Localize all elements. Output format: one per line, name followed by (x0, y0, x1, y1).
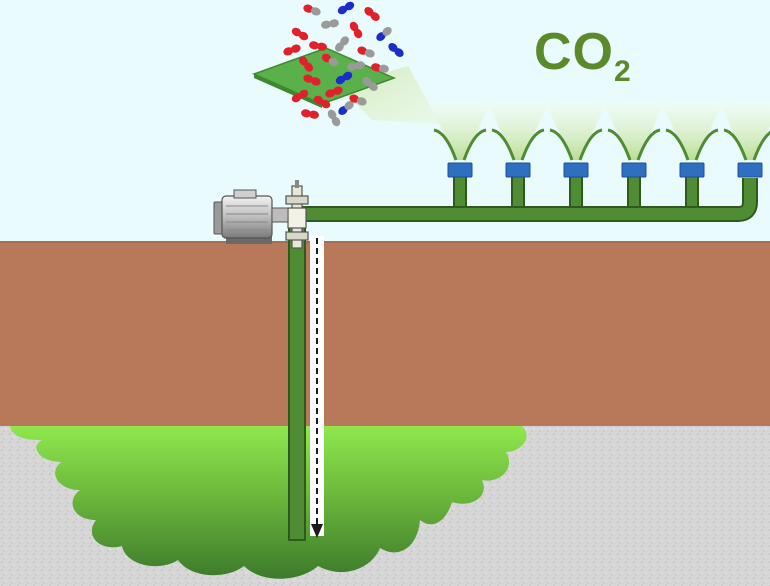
spray-funnel-icon (546, 104, 606, 160)
gas-molecule (321, 19, 339, 29)
co2-label: CO2 (534, 22, 632, 87)
collector-arm (549, 128, 603, 161)
gas-molecule (349, 21, 363, 39)
gas-molecule (283, 44, 301, 56)
gas-molecule (309, 41, 327, 51)
gas-molecule (362, 76, 378, 92)
header-pipe-fill (302, 178, 756, 220)
co2-molecule-cluster-icon (283, 1, 404, 127)
spray-funnel-icon (720, 104, 770, 160)
gas-molecule (388, 42, 404, 58)
soil-layer (0, 242, 770, 426)
gas-molecule (349, 94, 367, 106)
collector-arm (723, 128, 770, 161)
gas-molecule (321, 53, 339, 67)
gas-molecule (371, 63, 389, 73)
gas-molecule (338, 100, 354, 116)
spray-funnel-icon (430, 104, 490, 160)
gas-molecule (376, 26, 392, 42)
gas-molecule (313, 95, 331, 109)
spray-funnel-icon (488, 104, 548, 160)
gas-molecule (291, 27, 309, 41)
collector-nozzle (621, 162, 647, 178)
gas-molecule (334, 36, 350, 52)
gas-molecule (303, 4, 321, 16)
gas-molecule (298, 56, 314, 72)
gas-molecule (327, 109, 341, 127)
collector-nozzle (505, 162, 531, 178)
gas-molecule (291, 89, 309, 103)
collector-spray-group (430, 104, 770, 161)
gas-molecule (303, 74, 321, 86)
gas-molecule (335, 71, 353, 85)
collector-nozzle-group (447, 162, 763, 178)
collector-arm (491, 128, 545, 161)
collector-nozzle (737, 162, 763, 178)
spray-funnel-icon (604, 104, 664, 160)
gas-molecule (337, 1, 355, 15)
collector-nozzle (447, 162, 473, 178)
co2-label-main: CO (534, 23, 614, 81)
storage-aquifer (10, 426, 527, 579)
co2-label-subscript: 2 (614, 55, 632, 88)
gas-molecule (357, 46, 375, 58)
collector-arm (665, 128, 719, 161)
gas-molecule (325, 86, 343, 98)
capture-membrane-edge (254, 74, 322, 108)
gas-molecule (364, 6, 380, 22)
injection-well-pipe (288, 225, 306, 541)
collector-nozzle (563, 162, 589, 178)
collector-arm (433, 128, 487, 161)
gas-molecule (301, 109, 319, 119)
spray-funnel-icon (662, 104, 722, 160)
downward-flow-arrow-icon (310, 236, 324, 538)
motor-pump-icon (213, 189, 289, 244)
collector-arm (607, 128, 661, 161)
collector-nozzle (679, 162, 705, 178)
gas-molecule (347, 61, 365, 71)
